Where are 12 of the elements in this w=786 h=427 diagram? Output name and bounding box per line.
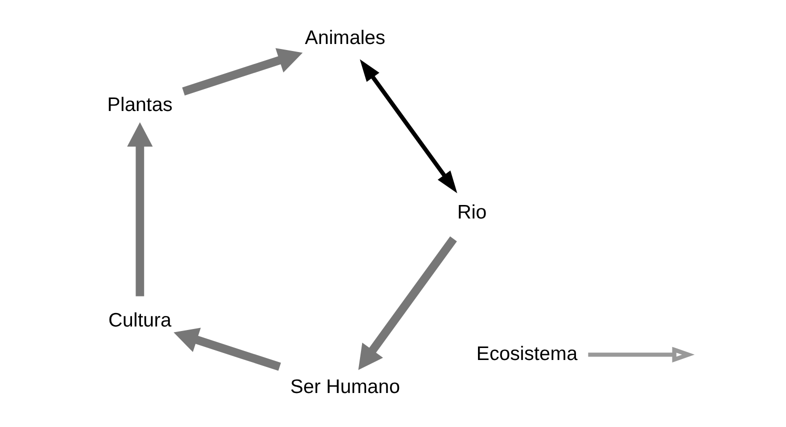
node-text: Cultura	[108, 310, 172, 332]
node-text: Ser Humano	[290, 376, 400, 398]
node-text: Animales	[304, 27, 386, 50]
node-text: Plantas	[107, 94, 173, 116]
arrow	[358, 236, 457, 370]
arrow	[174, 328, 281, 371]
arrow	[127, 122, 153, 296]
node-text: Ecosistema	[476, 342, 578, 365]
arrow	[360, 59, 458, 194]
node-text: Rio	[457, 202, 487, 224]
arrow	[588, 346, 695, 363]
arrow	[182, 48, 303, 96]
